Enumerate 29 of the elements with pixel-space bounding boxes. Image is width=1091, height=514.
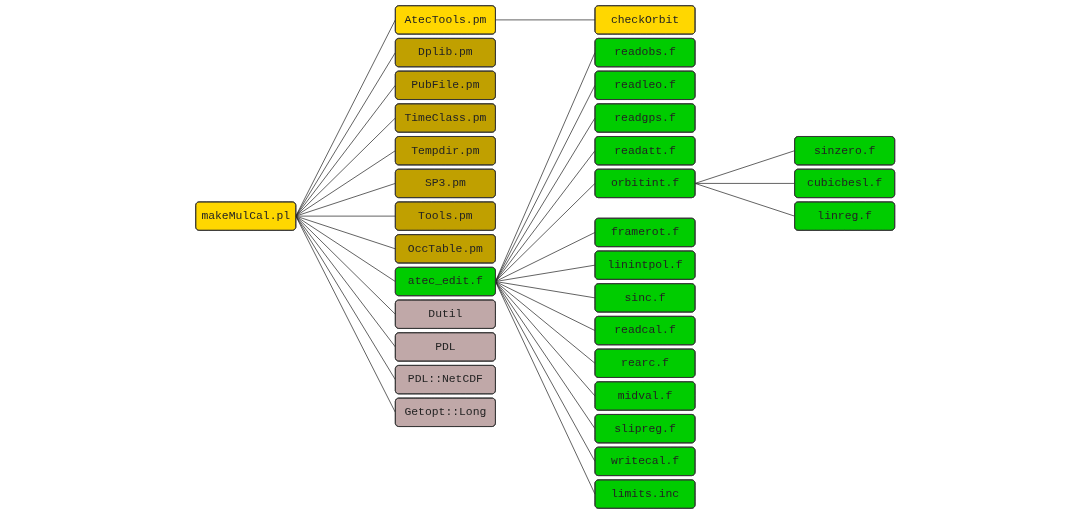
connector [495,281,596,331]
connector [295,215,396,315]
connector [295,215,396,250]
connector [295,215,396,217]
connector [495,281,596,299]
connector [295,52,396,217]
connector [295,117,396,217]
connector [295,183,396,217]
connector [495,150,596,282]
connector [495,183,596,282]
connector [695,183,796,184]
connector [495,281,596,495]
connector [495,19,596,21]
connector [295,215,396,413]
connector [295,215,396,380]
connector [295,215,396,282]
connector [295,84,396,217]
connector [495,117,596,282]
connector [495,264,596,282]
connector [295,215,396,348]
connector [495,281,596,397]
connector [495,232,596,282]
connector [695,150,796,184]
connector [295,19,396,217]
connector [295,150,396,217]
connector [495,281,596,364]
connector [495,281,596,462]
connector [695,183,796,217]
connector [495,281,596,430]
